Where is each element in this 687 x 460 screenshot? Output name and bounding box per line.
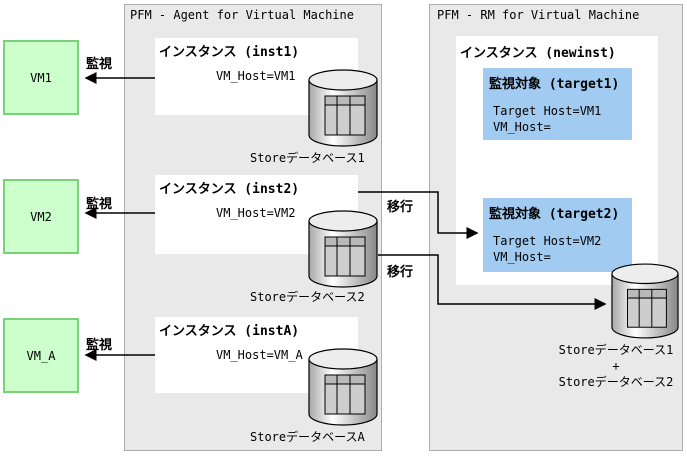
vm-host-value: VM_Host=	[493, 250, 551, 264]
target-heading: 監視対象 (target2)	[489, 207, 620, 222]
target2-box: 監視対象 (target2) Target Host=VM2 VM_Host=	[483, 198, 632, 272]
rm-store-db-line2: Storeデータベース2	[558, 375, 674, 389]
rm-store-db-line1: Storeデータベース1	[558, 343, 674, 357]
rm-panel-title: PFM - RM for Virtual Machine	[437, 8, 640, 22]
migrate-label: 移行	[387, 265, 414, 280]
vm-host-value: VM_Host=VM1	[216, 69, 296, 83]
store-db-label: Storeデータベース1	[250, 151, 365, 165]
vm-host-value: VM_Host=VM2	[216, 206, 296, 220]
vm-host-value: VM_Host=	[493, 120, 551, 134]
target-host-value: Target Host=VM2	[493, 234, 602, 248]
migrate-label: 移行	[387, 200, 414, 215]
database-cylinder-icon	[308, 210, 378, 288]
instance-heading: インスタンス (inst1)	[159, 45, 300, 60]
store-db-label: StoreデータベースA	[250, 430, 365, 444]
vm-host-value: VM_Host=VM_A	[216, 348, 303, 362]
vm2-label: VM2	[30, 209, 52, 224]
monitor-label: 監視	[86, 197, 113, 212]
rm-store-db-plus: +	[612, 359, 620, 373]
database-cylinder-icon	[308, 69, 378, 147]
instance-heading: インスタンス (newinst)	[460, 46, 616, 61]
vm2-box: VM2	[3, 179, 79, 254]
target1-box: 監視対象 (target1) Target Host=VM1 VM_Host=	[483, 68, 632, 140]
target-host-value: Target Host=VM1	[493, 104, 602, 118]
monitor-label: 監視	[86, 57, 113, 72]
database-cylinder-icon	[308, 348, 378, 426]
vm1-label: VM1	[30, 70, 52, 85]
instance-heading: インスタンス (instA)	[159, 324, 300, 339]
target-heading: 監視対象 (target1)	[489, 77, 620, 92]
vm-a-label: VM_A	[26, 348, 56, 363]
vm1-box: VM1	[3, 40, 79, 115]
rm-store-db-label: Storeデータベース1 + Storeデータベース2	[545, 342, 687, 390]
instance-heading: インスタンス (inst2)	[159, 182, 300, 197]
vm-a-box: VM_A	[3, 318, 79, 393]
agent-panel-title: PFM - Agent for Virtual Machine	[130, 8, 354, 22]
monitor-label: 監視	[86, 338, 113, 353]
store-db-label: Storeデータベース2	[250, 290, 365, 304]
database-cylinder-icon	[611, 263, 679, 339]
